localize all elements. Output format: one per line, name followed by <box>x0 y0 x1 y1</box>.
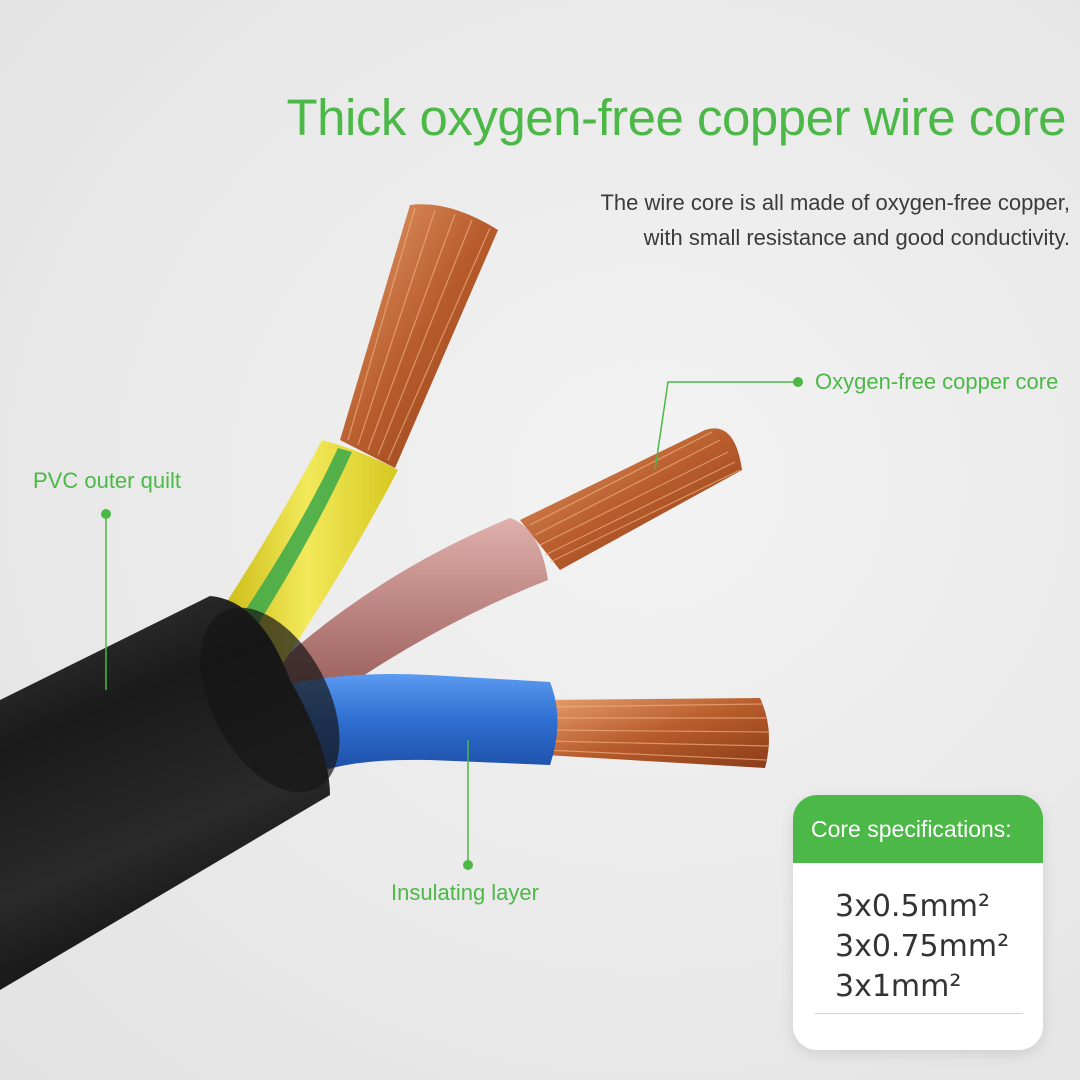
description-line-2: with small resistance and good conductiv… <box>643 225 1070 250</box>
spec-item: 3x0.75mm² <box>835 929 1010 964</box>
spec-divider <box>815 1013 1023 1014</box>
jacket-end-face <box>200 607 340 793</box>
insulating-layer-label: Insulating layer <box>391 880 539 905</box>
callout-leaders <box>105 381 798 865</box>
description-line-1: The wire core is all made of oxygen-free… <box>600 190 1070 215</box>
blue-core-copper <box>540 698 769 768</box>
copper-core-label: Oxygen-free copper core <box>815 369 1059 394</box>
callout-dots <box>101 377 803 870</box>
spec-item: 3x1mm² <box>835 969 962 1004</box>
spec-card-title: Core specifications: <box>793 795 1043 863</box>
pvc-outer-quilt-label: PVC outer quilt <box>33 468 181 493</box>
brown-core-copper <box>520 428 742 570</box>
blue-insulated-wire <box>270 674 558 780</box>
page-title: Thick oxygen-free copper wire core <box>286 89 1066 146</box>
core-spec-card: Core specifications: 3x0.5mm² 3x0.75mm² … <box>793 795 1043 1050</box>
spec-list: 3x0.5mm² 3x0.75mm² 3x1mm² <box>835 887 1009 1007</box>
spec-item: 3x0.5mm² <box>835 889 991 924</box>
brown-insulated-wire <box>250 518 548 720</box>
earth-green-stripe <box>232 448 352 640</box>
earth-core-copper <box>340 204 498 469</box>
